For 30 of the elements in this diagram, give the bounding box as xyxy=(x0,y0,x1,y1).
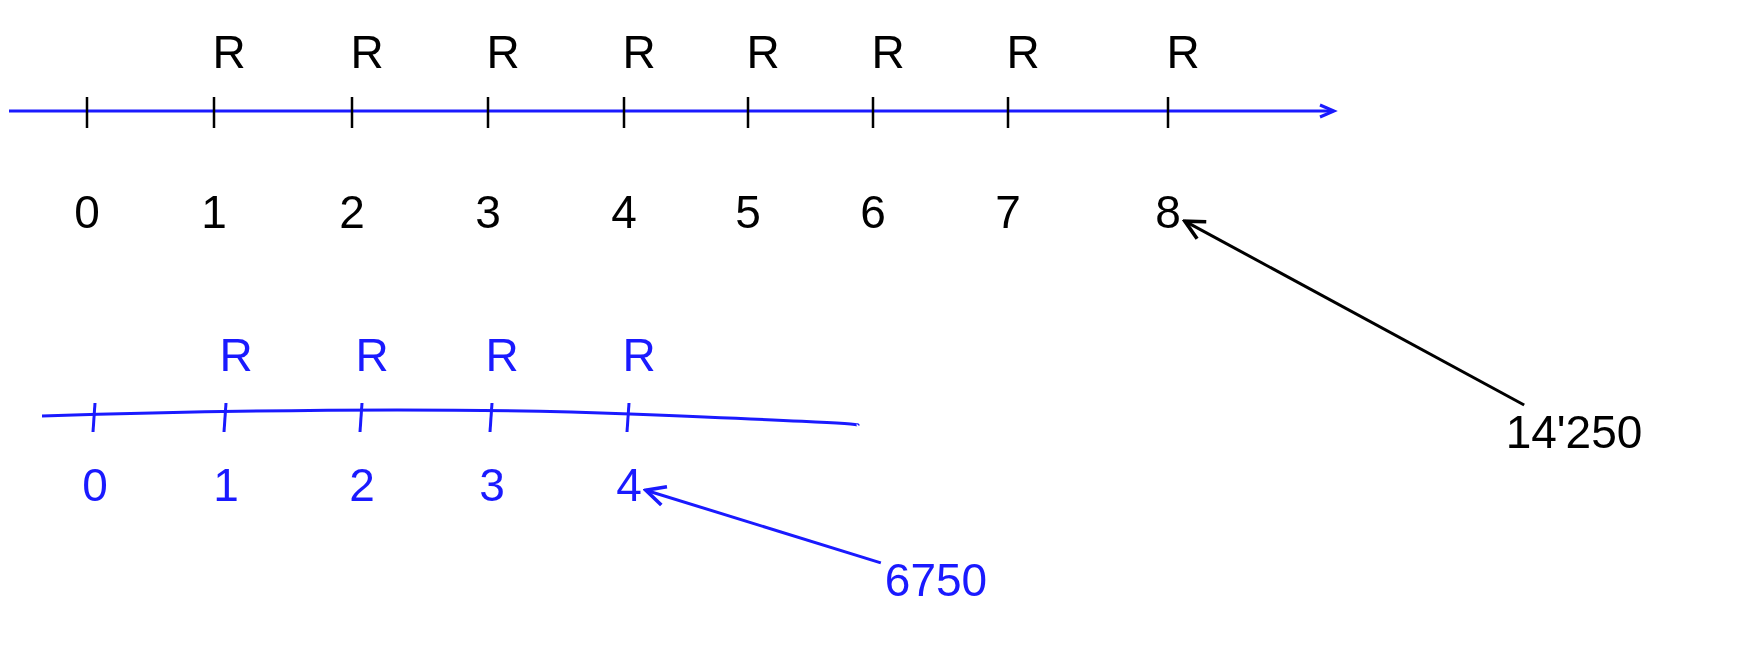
tick-number: 3 xyxy=(479,462,505,508)
tick-number: 4 xyxy=(611,189,637,235)
r-marker-label: R xyxy=(212,29,246,75)
r-marker-label: R xyxy=(219,332,253,378)
value-label: 14'250 xyxy=(1505,409,1643,455)
tick-number: 6 xyxy=(860,189,886,235)
r-marker-label: R xyxy=(871,29,905,75)
r-marker-label: R xyxy=(622,332,656,378)
arrow xyxy=(1183,219,1525,407)
r-marker-label: R xyxy=(350,29,384,75)
r-marker-label: R xyxy=(355,332,389,378)
r-marker-label: R xyxy=(622,29,656,75)
value-label: 6750 xyxy=(884,557,988,603)
tick-number: 0 xyxy=(74,189,100,235)
tick-number: 4 xyxy=(616,462,642,508)
arrow xyxy=(644,484,882,565)
tick-number: 1 xyxy=(201,189,227,235)
tick-number: 2 xyxy=(349,462,375,508)
tick-number: 0 xyxy=(82,462,108,508)
r-marker-label: R xyxy=(1166,29,1200,75)
tick-number: 7 xyxy=(995,189,1021,235)
tick-number: 5 xyxy=(735,189,761,235)
tick-number: 1 xyxy=(213,462,239,508)
r-marker-label: R xyxy=(486,29,520,75)
r-marker-label: R xyxy=(1006,29,1040,75)
tick-number: 3 xyxy=(475,189,501,235)
r-marker-label: R xyxy=(746,29,780,75)
tick-number: 8 xyxy=(1155,189,1181,235)
r-marker-label: R xyxy=(485,332,519,378)
tick-number: 2 xyxy=(339,189,365,235)
